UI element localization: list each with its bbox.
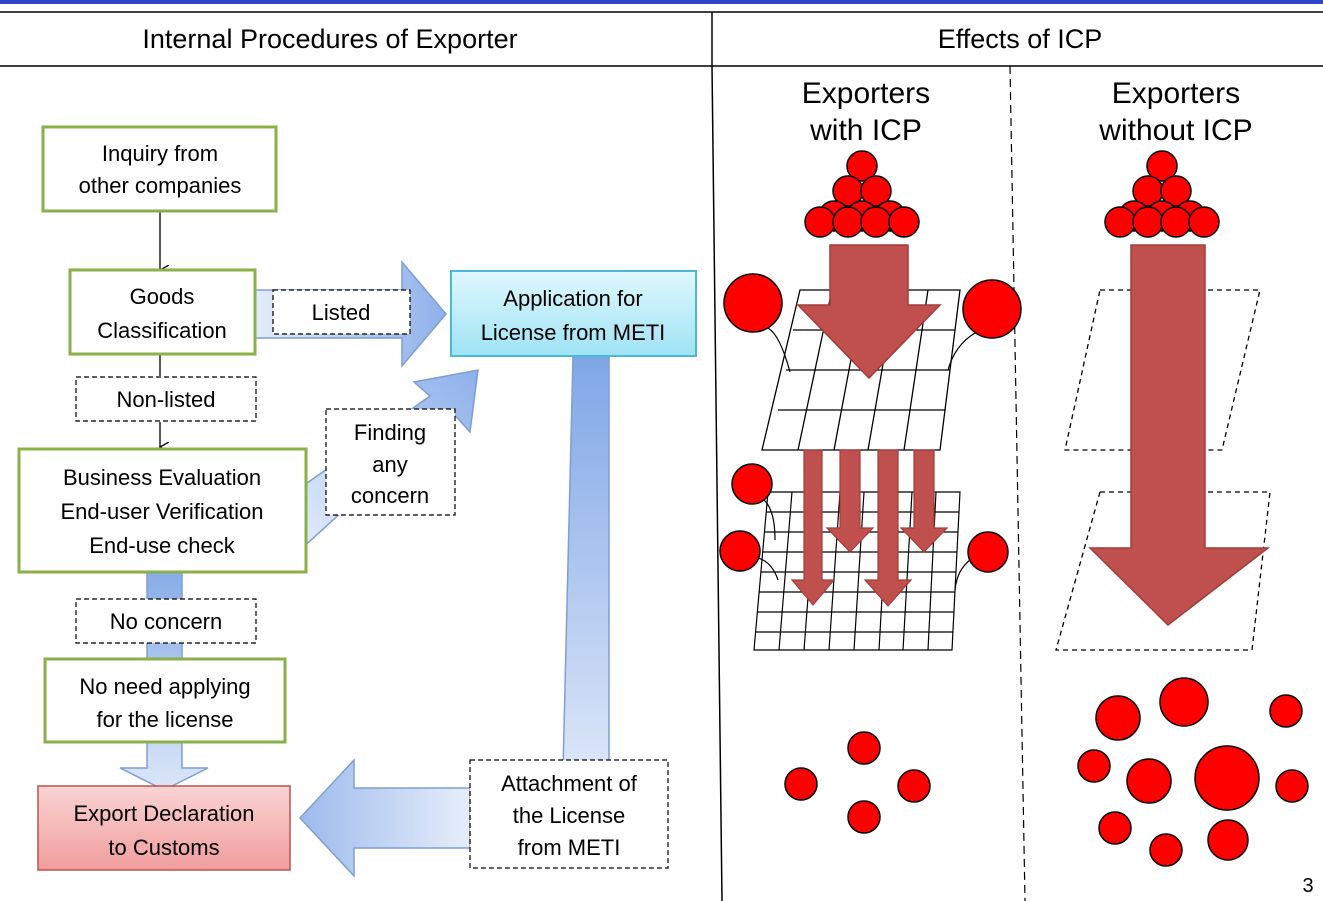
with-icp-title-line2: with ICP: [809, 114, 922, 147]
svg-text:Classification: Classification: [97, 318, 227, 343]
license-vertical-band: [562, 355, 610, 771]
export-declaration-box: Export Declaration to Customs: [37, 785, 291, 871]
inquiry-box: Inquiry from other companies: [41, 125, 278, 213]
svg-text:other companies: other companies: [79, 173, 242, 198]
business-evaluation-box: Business Evaluation End-user Verificatio…: [17, 447, 308, 574]
svg-text:Inquiry from: Inquiry from: [102, 141, 218, 166]
right-header: Effects of ICP: [938, 24, 1103, 54]
svg-text:any: any: [372, 452, 407, 477]
svg-text:concern: concern: [351, 483, 429, 508]
ball-pyramid-with-icp: [804, 150, 920, 238]
svg-text:Export Declaration: Export Declaration: [74, 801, 255, 826]
passed-balls-with-icp: [784, 731, 931, 834]
page-number: 3: [1302, 875, 1313, 897]
finding-concern-label: Finding any concern: [325, 408, 456, 516]
with-icp-title-line1: Exporters: [802, 77, 930, 110]
non-listed-label: Non-listed: [75, 376, 257, 422]
svg-text:to Customs: to Customs: [108, 835, 219, 860]
svg-text:from METI: from METI: [518, 835, 621, 860]
column-divider-slanted: [711, 65, 723, 901]
passed-balls-without-icp: [1077, 677, 1309, 867]
svg-text:No concern: No concern: [110, 609, 223, 634]
svg-text:Business Evaluation: Business Evaluation: [63, 465, 261, 490]
svg-text:for the license: for the license: [97, 707, 234, 732]
svg-text:Non-listed: Non-listed: [116, 387, 215, 412]
no-need-box: No need applying for the license: [43, 657, 287, 744]
license-return-arrow: [298, 758, 471, 878]
dashed-planes-without-icp: [1055, 289, 1271, 651]
small-arrows-with-icp: [790, 449, 949, 607]
svg-text:Listed: Listed: [312, 300, 371, 325]
big-arrow-with-icp: [796, 244, 942, 380]
no-concern-label: No concern: [75, 598, 257, 644]
caught-balls: [719, 273, 1022, 591]
ball-pyramid-without-icp: [1104, 150, 1220, 238]
big-arrow-without-icp: [1088, 244, 1271, 626]
svg-text:Finding: Finding: [354, 420, 426, 445]
svg-text:End-use check: End-use check: [89, 533, 236, 558]
svg-text:License from METI: License from METI: [481, 320, 666, 345]
svg-text:Goods: Goods: [130, 284, 195, 309]
without-icp-title-line1: Exporters: [1112, 77, 1240, 110]
svg-text:Application for: Application for: [503, 286, 642, 311]
svg-text:Attachment of: Attachment of: [501, 771, 638, 796]
listed-label: Listed: [272, 289, 411, 335]
svg-text:No need applying: No need applying: [79, 674, 250, 699]
svg-text:End-user Verification: End-user Verification: [61, 499, 264, 524]
application-box: Application for License from METI: [450, 270, 697, 357]
goods-classification-box: Goods Classification: [68, 268, 257, 356]
left-header: Internal Procedures of Exporter: [142, 24, 517, 54]
svg-text:the License: the License: [513, 803, 626, 828]
without-icp-title-line2: without ICP: [1098, 114, 1252, 147]
attachment-label: Attachment of the License from METI: [469, 759, 669, 869]
effects-divider: [1009, 65, 1026, 901]
